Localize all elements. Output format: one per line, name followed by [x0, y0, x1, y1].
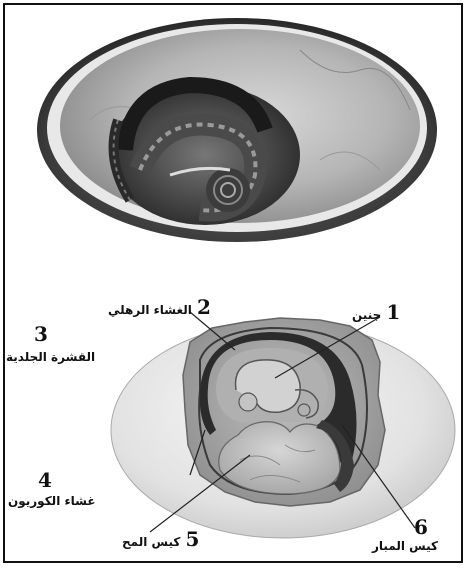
label-embryo: 1 جنين [352, 300, 400, 324]
photo-embryo [110, 85, 300, 225]
label-chorion-text: غشاء الكوريون [8, 490, 96, 509]
label-amnion: 2 الغشاء الرهلي [108, 295, 211, 319]
label-shell-number: 3 [34, 322, 48, 346]
label-shell-text: القشرة الجلدية [6, 346, 95, 365]
label-chorion-number: 4 [38, 468, 52, 492]
label-allantois-text: كيس المبار [372, 535, 438, 554]
label-yolk-sac: 5 كيس المح [122, 527, 199, 551]
egg-embryo-photo [0, 0, 468, 260]
